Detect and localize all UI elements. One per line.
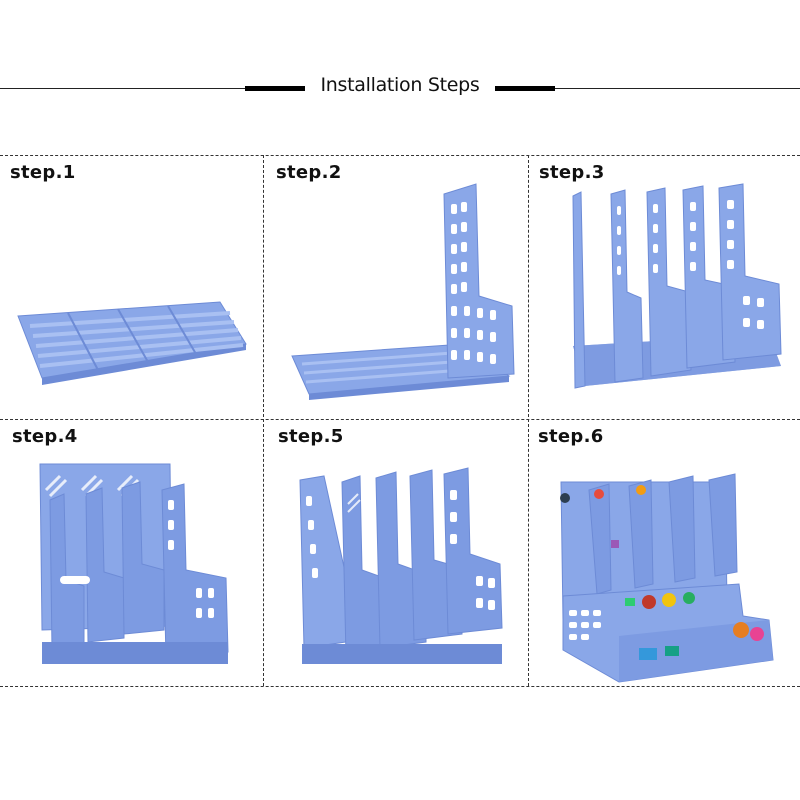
step-cell-2: step.2 [264, 156, 529, 420]
step-4-illustration [0, 420, 265, 684]
header-rule-right-thick [495, 86, 555, 91]
header-rule-right-thin [555, 88, 800, 89]
step-6-illustration [529, 420, 794, 684]
step-2-illustration [264, 156, 529, 420]
header-rule-left-thick [245, 86, 305, 91]
grid-line-bottom [0, 686, 800, 687]
step-5-illustration [264, 420, 529, 684]
step-cell-5: step.5 [264, 420, 529, 684]
step-3-illustration [529, 156, 794, 420]
header-rule-left-thin [0, 88, 245, 89]
step-cell-1: step.1 [0, 156, 265, 420]
step-cell-4: step.4 [0, 420, 265, 684]
step-cell-6: step.6 [529, 420, 794, 684]
page-title: Installation Steps [300, 74, 500, 96]
step-1-illustration [0, 156, 265, 420]
step-cell-3: step.3 [529, 156, 794, 420]
